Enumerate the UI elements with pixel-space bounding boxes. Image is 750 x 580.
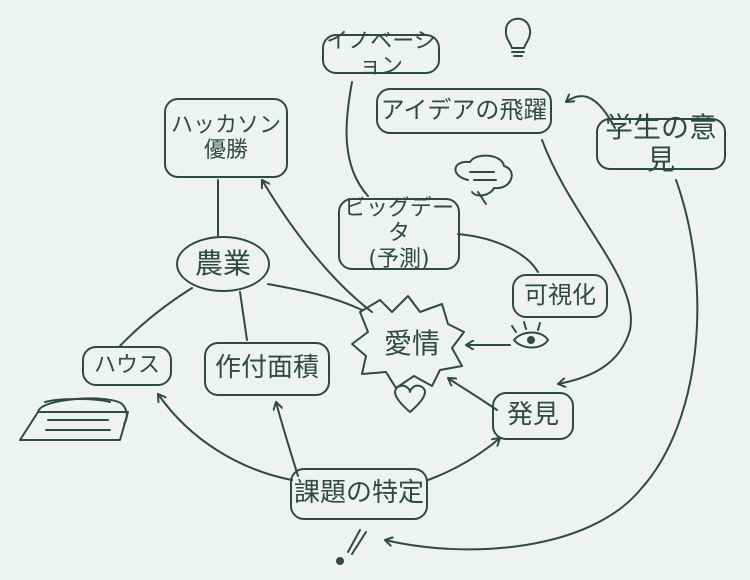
node-idea-leap: アイデアの飛躍 [376, 88, 552, 134]
exclamation-icon [336, 529, 367, 565]
arrow-problem-discovery [427, 437, 501, 481]
edge-agriculture-love [267, 283, 363, 311]
edge-agriculture-croparea [239, 291, 248, 341]
node-house: ハウス [82, 346, 172, 386]
arrow-problem-croparea [276, 401, 299, 477]
lightbulb-icon [504, 17, 532, 57]
node-love: 愛情 [383, 326, 440, 360]
node-hackathon-win: ハッカソン 優勝 [164, 98, 288, 178]
node-agriculture: 農業 [176, 236, 270, 292]
edge-bigdata-visualization [457, 233, 539, 273]
node-student-opinion: 学生の意見 [596, 111, 726, 176]
arrow-love-hackathon [262, 179, 373, 313]
node-crop-area: 作付面積 [204, 342, 330, 396]
node-discovery: 発見 [492, 392, 574, 440]
node-problem-identification: 課題の特定 [290, 468, 428, 520]
arrow-student-problem [384, 179, 699, 551]
arrow-problem-house [157, 393, 293, 481]
edge-agriculture-house [119, 287, 193, 347]
arrow-idealeap-discovery [541, 139, 632, 384]
node-big-data: ビッグデータ (予測) [338, 196, 460, 272]
edge-innovation-bigdata [345, 81, 369, 197]
heart-icon [394, 384, 426, 413]
arrow-student-idealeap [565, 96, 616, 129]
arrow-discovery-love [447, 377, 498, 411]
node-visualization: 可視化 [512, 274, 608, 318]
speech-bubble-icon [454, 154, 513, 205]
node-innovation: イノベーション [322, 29, 440, 79]
love-starburst [351, 295, 465, 389]
eye-icon [511, 321, 549, 349]
greenhouse-icon [19, 397, 129, 441]
